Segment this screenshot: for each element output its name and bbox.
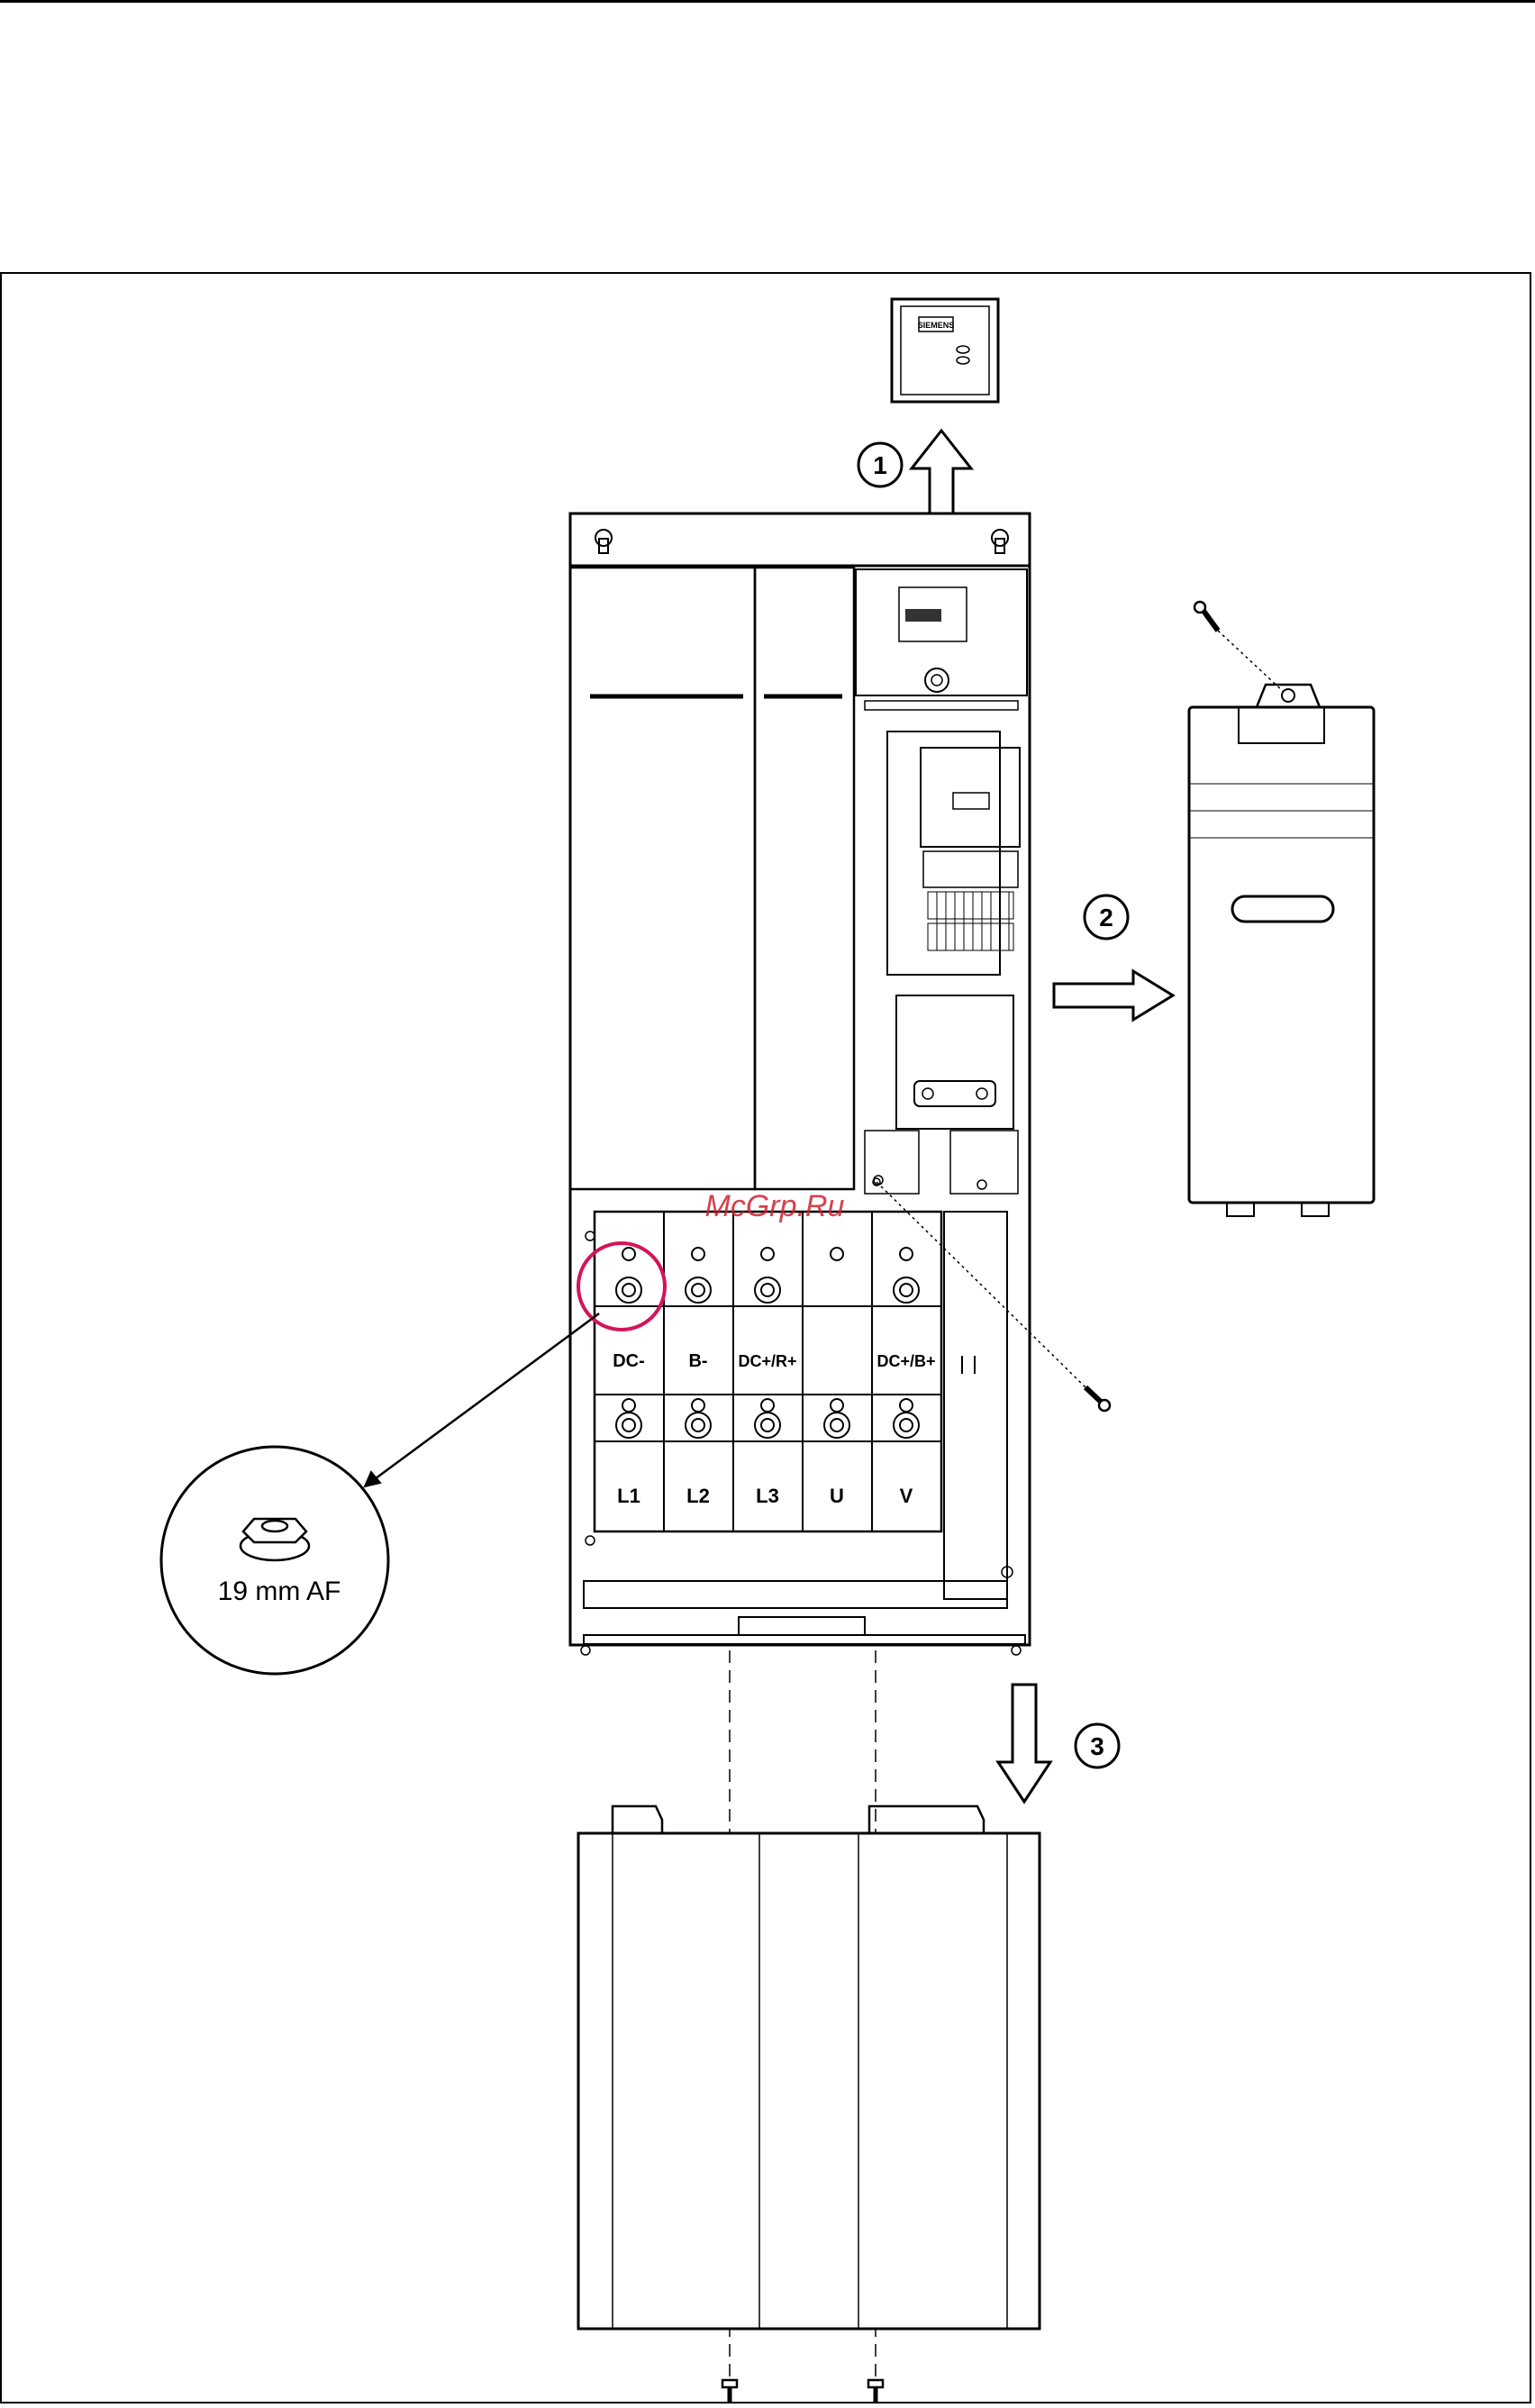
terminal-label-l1: L1 [617,1485,640,1507]
step-2-label: 2 [1099,904,1113,931]
step-3-label: 3 [1090,1732,1104,1760]
nut-size-label: 19 mm AF [218,1577,341,1606]
screw-icon [1194,602,1284,692]
step-3-marker: 3 [1076,1724,1119,1767]
front-cover-removed [1189,685,1374,1216]
watermark-text: McGrp.Ru [705,1189,845,1223]
screw-icon [722,2380,737,2402]
step-1-label: 1 [873,451,887,479]
terminal-label-dc-plus-b-plus: DC+/B+ [876,1352,935,1370]
terminal-label-l3: L3 [756,1485,779,1507]
nut-icon [241,1519,309,1560]
screw-icon [868,2380,883,2402]
terminal-label-u: U [830,1485,844,1507]
terminal-label-v: V [900,1485,913,1507]
operator-panel-brand: SIEMENS [918,321,955,330]
terminal-label-b-minus: B- [688,1351,707,1371]
terminal-label-dc-minus: DC- [613,1351,645,1371]
lower-cover-removed [578,1806,1040,2329]
step-1-marker: 1 [858,443,902,486]
nut-detail: 19 mm AF [161,1447,388,1674]
operator-panel: SIEMENS [892,299,998,402]
terminal-label-l2: L2 [686,1485,710,1507]
arrow-down-icon [998,1685,1050,1802]
arrow-right-icon [1054,971,1173,1020]
drive-unit: DC- B- DC+/R+ DC+/B+ L1 L2 L3 U V [570,513,1030,1655]
step-2-marker: 2 [1085,895,1128,939]
terminal-label-dc-plus-r-plus: DC+/R+ [738,1352,796,1370]
